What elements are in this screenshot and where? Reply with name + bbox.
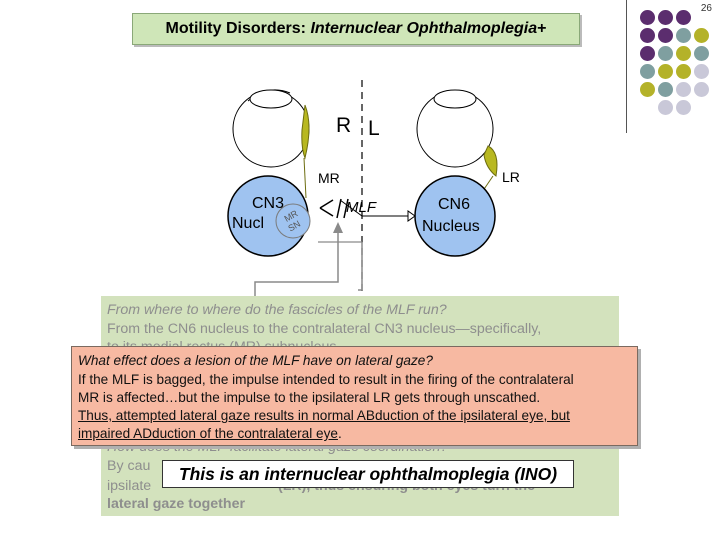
green-line-5: By cau bbox=[107, 458, 151, 474]
dot bbox=[640, 10, 655, 25]
dot bbox=[694, 64, 709, 79]
dot bbox=[658, 82, 673, 97]
green-line-1: From where to where do the fascicles of … bbox=[107, 302, 447, 318]
dot bbox=[694, 28, 709, 43]
cn3-label-line2: Nucl bbox=[232, 215, 265, 232]
title-suffix: + bbox=[537, 20, 547, 37]
mlf-lesion-mark-1 bbox=[336, 198, 342, 219]
lesion-answer-line-1: If the MLF is bagged, the impulse intend… bbox=[78, 372, 574, 387]
lesion-answer-line-4-end: . bbox=[337, 426, 342, 441]
lesion-answer-panel bbox=[71, 346, 638, 446]
dot bbox=[676, 46, 691, 61]
mlf-lesion-mark-2 bbox=[343, 198, 349, 219]
mlf-arrow-tail bbox=[407, 210, 416, 222]
dot bbox=[640, 28, 655, 43]
dot bbox=[640, 82, 655, 97]
dot bbox=[694, 46, 709, 61]
cn6-label-line2: Nucleus bbox=[422, 218, 480, 235]
green-line-7: lateral gaze together bbox=[107, 496, 245, 512]
cn6-nucleus bbox=[414, 175, 496, 257]
mr-label: MR bbox=[318, 170, 340, 186]
cn6-label-line1: CN6 bbox=[438, 196, 471, 213]
dot bbox=[676, 10, 691, 25]
mlf-line-cross bbox=[339, 199, 363, 217]
left-side-label: L bbox=[368, 117, 380, 140]
decorative-vertical-line bbox=[626, 0, 627, 133]
dot bbox=[694, 82, 709, 97]
mr-nerve-line bbox=[303, 157, 307, 199]
mlf-label: MLF bbox=[346, 199, 376, 216]
lesion-answer-line-3: Thus, attempted lateral gaze results in … bbox=[78, 408, 570, 423]
callout-line-mlf bbox=[358, 242, 363, 291]
dot bbox=[658, 10, 673, 25]
dot bbox=[640, 64, 655, 79]
right-eye-cornea-cap bbox=[249, 89, 293, 109]
dot bbox=[658, 28, 673, 43]
cn3-label-line1: CN3 bbox=[252, 195, 285, 212]
green-line-2: From the CN6 nucleus to the contralatera… bbox=[107, 321, 542, 337]
callout-arrow-lesion bbox=[333, 222, 343, 233]
mlf-arrowhead-top bbox=[319, 199, 334, 209]
dot bbox=[640, 46, 655, 61]
green-line-6a: ipsilate bbox=[107, 478, 152, 494]
dot bbox=[658, 64, 673, 79]
dot bbox=[676, 100, 691, 115]
dot bbox=[676, 64, 691, 79]
dot bbox=[676, 82, 691, 97]
mr-subnucleus bbox=[275, 203, 311, 239]
lesion-question: What effect does a lesion of the MLF hav… bbox=[78, 353, 433, 368]
ino-banner: This is an internuclear ophthalmoplegia … bbox=[162, 460, 574, 488]
medial-rectus-muscle bbox=[301, 104, 310, 160]
lesion-answer-line-4-text: impaired ADduction of the contralateral … bbox=[78, 426, 338, 441]
right-side-label: R bbox=[336, 114, 352, 137]
title-italic: Internuclear Ophthalmoplegia bbox=[310, 20, 538, 37]
left-eye-cornea bbox=[433, 89, 477, 109]
dot bbox=[676, 28, 691, 43]
lr-label: LR bbox=[502, 169, 520, 185]
mlf-arrowhead-bottom bbox=[319, 207, 334, 217]
title-main: Motility Disorders: bbox=[165, 20, 306, 37]
lesion-answer-line-4: impaired ADduction of the contralateral … bbox=[78, 426, 342, 442]
lateral-rectus-muscle bbox=[483, 145, 498, 177]
dot bbox=[658, 46, 673, 61]
slide-number: 26 bbox=[700, 3, 712, 14]
slide-title: Motility Disorders: Internuclear Ophthal… bbox=[132, 13, 580, 45]
dot bbox=[658, 100, 673, 115]
lesion-answer-line-2: MR is affected…but the impulse to the ip… bbox=[78, 390, 541, 405]
